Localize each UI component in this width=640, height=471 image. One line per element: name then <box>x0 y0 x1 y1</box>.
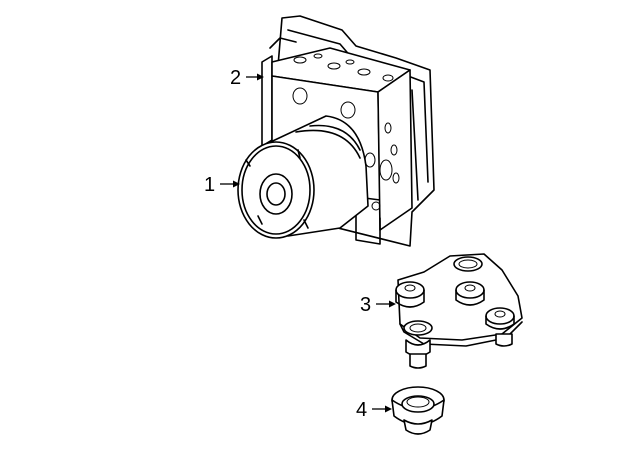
callout-4: 4 <box>356 399 392 421</box>
motor-end-cap <box>237 141 315 239</box>
callout-label-3: 3 <box>360 294 371 316</box>
abs-unit-assembly[interactable] <box>237 15 435 247</box>
callout-label-4: 4 <box>356 399 367 421</box>
callout-1: 1 <box>204 174 240 196</box>
grommet[interactable] <box>391 386 445 435</box>
callout-label-1: 1 <box>204 174 215 196</box>
callout-2: 2 <box>230 67 264 89</box>
callout-label-2: 2 <box>230 67 241 89</box>
callout-3: 3 <box>360 294 396 316</box>
mounting-bracket[interactable] <box>395 253 523 369</box>
